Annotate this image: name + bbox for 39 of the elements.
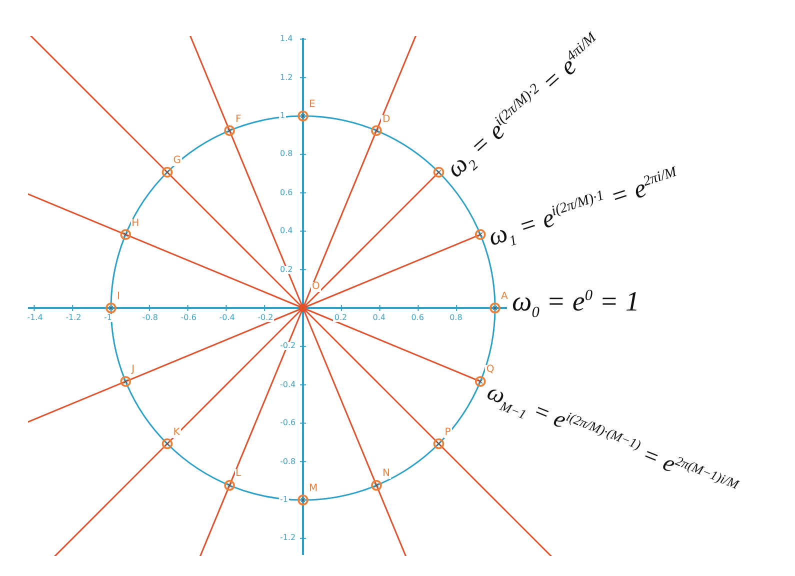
tick-label: -0.4 bbox=[279, 380, 297, 389]
point-label: J bbox=[130, 365, 136, 376]
tick-label: 1 bbox=[279, 112, 286, 120]
tick-label: -0.8 bbox=[279, 458, 297, 466]
tick-label: 0.2 bbox=[279, 266, 294, 274]
point-label: D bbox=[381, 114, 392, 125]
tick-label: -1 bbox=[103, 314, 113, 322]
point-label: G bbox=[172, 156, 182, 166]
tick-label: -0.4 bbox=[218, 314, 236, 322]
point-label: P bbox=[444, 428, 452, 438]
tick-label: -0.6 bbox=[279, 419, 297, 428]
formula: ω$_{0}$ = e$^{0}$ = 1 bbox=[512, 288, 640, 320]
tick-label: 0.2 bbox=[333, 314, 348, 322]
tick-label: 1.2 bbox=[279, 74, 294, 82]
point-label: H bbox=[130, 218, 140, 229]
tick-label: 0.4 bbox=[372, 314, 387, 322]
tick-label: 0.8 bbox=[279, 150, 294, 158]
tick-label: -1.2 bbox=[279, 534, 297, 542]
tick-label: 0.6 bbox=[279, 188, 294, 197]
point-label: Q bbox=[485, 365, 496, 376]
tick-label: -1 bbox=[279, 496, 289, 504]
point-label: N bbox=[381, 469, 391, 480]
point-label: F bbox=[234, 114, 242, 125]
tick-label: -0.2 bbox=[256, 314, 274, 322]
point-label: K bbox=[172, 428, 181, 438]
tick-label: -0.2 bbox=[279, 342, 297, 350]
point-label: O bbox=[311, 282, 321, 292]
point-label: I bbox=[116, 292, 121, 302]
tick-label: 0.6 bbox=[410, 314, 425, 322]
point-label: E bbox=[308, 100, 316, 110]
tick-label: -1.2 bbox=[64, 314, 82, 322]
point-label: A bbox=[500, 292, 509, 302]
tick-label: 0.4 bbox=[279, 227, 294, 236]
tick-label: -1.4 bbox=[26, 314, 44, 322]
tick-label: 0.8 bbox=[448, 314, 464, 322]
tick-label: -0.8 bbox=[141, 314, 159, 322]
point-label: M bbox=[308, 484, 319, 494]
tick-label: -0.6 bbox=[180, 314, 198, 322]
tick-label: 1.4 bbox=[279, 35, 294, 44]
